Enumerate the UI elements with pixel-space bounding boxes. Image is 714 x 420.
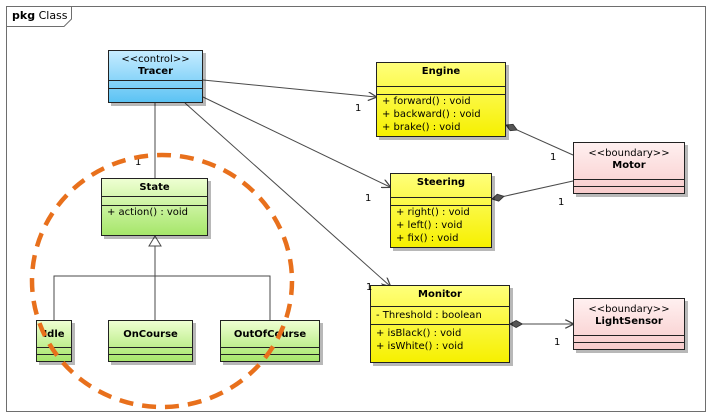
class-steering[interactable]: Steering + right() : void + left() : voi… [390, 173, 492, 248]
class-state[interactable]: State + action() : void [101, 178, 208, 236]
steering-attributes-compartment [391, 197, 491, 205]
package-tab-outline [6, 6, 72, 27]
outofcourse-attributes-compartment [221, 347, 319, 354]
idle-name: Idle [43, 329, 65, 340]
tracer-name: Tracer [137, 66, 174, 77]
multiplicity-tracer-state: 1 [135, 157, 142, 168]
class-monitor[interactable]: Monitor - Threshold : boolean + isBlack(… [370, 285, 510, 363]
class-state-header: State [102, 179, 207, 196]
monitor-operation: + isWhite() : void [376, 341, 464, 352]
state-operations-compartment: + action() : void [102, 205, 207, 219]
engine-attributes-compartment [377, 86, 505, 94]
idle-attributes-compartment [37, 347, 71, 354]
engine-name: Engine [421, 66, 461, 77]
steering-operation: + left() : void [396, 220, 463, 231]
aggregation-steering-motor[interactable] [491, 180, 574, 202]
class-tracer-header: <<control>> Tracer [109, 51, 202, 80]
generalization-idle[interactable] [53, 275, 155, 320]
multiplicity-engine-motor: 1 [550, 152, 557, 163]
motor-operations-compartment [574, 186, 684, 193]
class-engine-header: Engine [377, 63, 505, 80]
tracer-operations-compartment [109, 88, 202, 96]
monitor-attribute: - Threshold : boolean [376, 310, 482, 321]
class-motor-header: <<boundary>> Motor [574, 143, 684, 174]
class-outofcourse[interactable]: OutOfCourse [220, 320, 320, 362]
class-idle-header: Idle [37, 321, 71, 343]
state-operation: + action() : void [107, 207, 189, 218]
package-name: Class [38, 9, 68, 22]
aggregation-engine-motor[interactable] [505, 123, 574, 156]
multiplicity-tracer-engine: 1 [355, 103, 362, 114]
package-title: pkg Class [12, 9, 68, 22]
engine-operations-compartment: + forward() : void + backward() : void +… [377, 94, 505, 134]
oncourse-attributes-compartment [109, 347, 192, 354]
steering-name: Steering [416, 177, 466, 188]
outofcourse-operations-compartment [221, 354, 319, 361]
engine-operation: + forward() : void [382, 96, 471, 107]
class-motor[interactable]: <<boundary>> Motor [573, 142, 685, 194]
assoc-tracer-monitor[interactable] [184, 102, 390, 286]
steering-operation: + right() : void [396, 207, 470, 218]
lightsensor-stereotype: <<boundary>> [588, 304, 670, 315]
lightsensor-operations-compartment [574, 342, 684, 349]
monitor-operation: + isBlack() : void [376, 328, 462, 339]
class-lightsensor-header: <<boundary>> LightSensor [574, 299, 684, 330]
engine-operation: + backward() : void [382, 109, 481, 120]
oncourse-name: OnCourse [123, 329, 178, 340]
tracer-stereotype: <<control>> [121, 54, 190, 65]
class-oncourse[interactable]: OnCourse [108, 320, 193, 362]
lightsensor-name: LightSensor [595, 316, 663, 327]
class-steering-header: Steering [391, 174, 491, 191]
multiplicity-tracer-steering: 1 [365, 193, 372, 204]
motor-name: Motor [612, 160, 646, 171]
steering-operations-compartment: + right() : void + left() : void + fix()… [391, 205, 491, 245]
motor-stereotype: <<boundary>> [588, 148, 670, 159]
class-tracer[interactable]: <<control>> Tracer [108, 50, 203, 103]
outofcourse-name: OutOfCourse [233, 329, 307, 340]
multiplicity-steering-motor: 1 [558, 197, 565, 208]
assoc-tracer-steering[interactable] [202, 96, 390, 187]
steering-operation: + fix() : void [396, 233, 459, 244]
multiplicity-monitor-lightsensor: 1 [554, 337, 561, 348]
class-lightsensor[interactable]: <<boundary>> LightSensor [573, 298, 685, 350]
oncourse-operations-compartment [109, 354, 192, 361]
class-oncourse-header: OnCourse [109, 321, 192, 343]
monitor-operations-compartment: + isBlack() : void + isWhite() : void [371, 324, 509, 353]
class-idle[interactable]: Idle [36, 320, 72, 362]
assoc-tracer-engine[interactable] [202, 79, 376, 97]
lightsensor-attributes-compartment [574, 335, 684, 342]
tracer-attributes-compartment [109, 80, 202, 88]
generalization-outofcourse[interactable] [155, 275, 271, 320]
monitor-attributes-compartment: - Threshold : boolean [371, 306, 509, 324]
engine-operation: + brake() : void [382, 122, 461, 133]
package-keyword: pkg [12, 9, 36, 22]
monitor-name: Monitor [418, 289, 462, 300]
idle-operations-compartment [37, 354, 71, 361]
state-attributes-compartment [102, 196, 207, 205]
class-monitor-header: Monitor [371, 286, 509, 303]
motor-attributes-compartment [574, 179, 684, 186]
multiplicity-tracer-monitor: 1 [366, 282, 373, 293]
state-name: State [139, 182, 170, 193]
package-tab: pkg Class [6, 6, 72, 27]
generalization-arrowhead [148, 235, 162, 247]
class-outofcourse-header: OutOfCourse [221, 321, 319, 343]
class-engine[interactable]: Engine + forward() : void + backward() :… [376, 62, 506, 137]
